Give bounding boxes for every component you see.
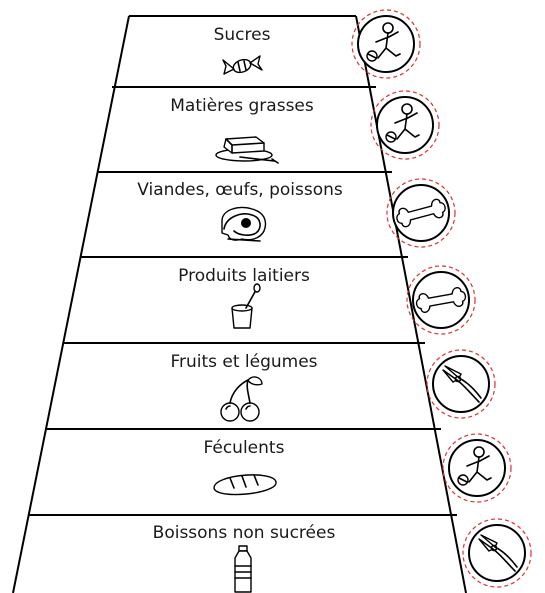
badge-matieres-grasses	[371, 91, 439, 159]
cherries-icon	[221, 377, 262, 421]
badge-sucres	[352, 10, 420, 78]
badge-feculents	[443, 434, 511, 502]
tier-label-produits-laitiers: Produits laitiers	[178, 266, 310, 286]
tier-label-sucres: Sucres	[214, 25, 271, 45]
yogurt-icon	[232, 284, 260, 328]
tier-label-viandes: Viandes, œufs, poissons	[137, 180, 343, 200]
butter-icon	[216, 137, 278, 163]
water-bottle-icon	[235, 546, 251, 592]
tier-label-fruits-legumes: Fruits et légumes	[170, 352, 317, 372]
meat-steak-icon	[222, 208, 266, 242]
tier-label-boissons: Boissons non sucrées	[153, 523, 336, 543]
badge-boissons	[463, 519, 531, 587]
tier-label-feculents: Féculents	[204, 438, 285, 458]
bread-icon	[214, 475, 276, 495]
pyramid-left-edge	[13, 16, 129, 593]
badge-fruits-legumes	[427, 350, 495, 418]
badge-produits-laitiers	[407, 266, 475, 334]
candy-icon	[223, 56, 262, 75]
tier-label-matieres-grasses: Matières grasses	[170, 96, 314, 116]
badge-viandes	[387, 179, 455, 247]
